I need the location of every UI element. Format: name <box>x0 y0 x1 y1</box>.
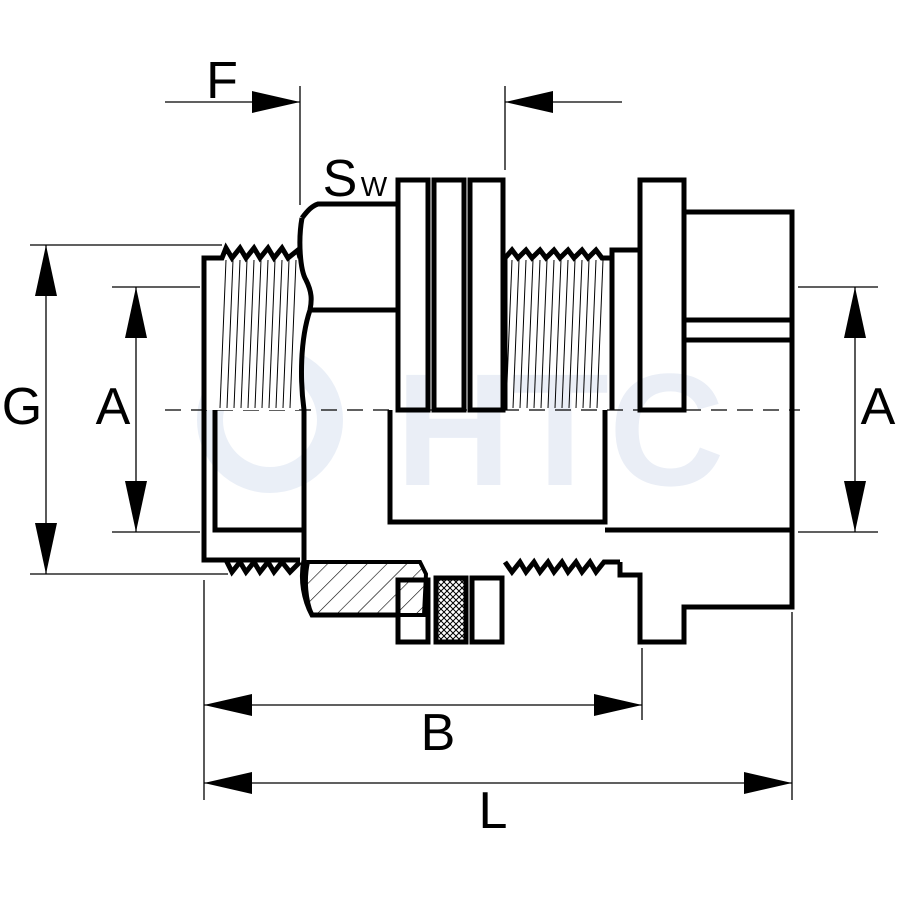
label-a-right: A <box>861 378 896 436</box>
middle-thread-bottom <box>502 557 620 577</box>
dimension-a-left: A <box>96 286 200 533</box>
left-thread-top <box>201 242 303 410</box>
dimension-l: L <box>204 612 793 840</box>
thread-line <box>282 259 290 409</box>
thread-line <box>519 259 527 409</box>
thread-line <box>533 259 541 409</box>
label-l: L <box>479 782 508 840</box>
left-thread-bottom <box>204 557 302 577</box>
watermark-text: HTC <box>396 340 725 519</box>
right-flange-bottom <box>617 410 795 645</box>
right-socket-top <box>684 209 795 410</box>
gasket-1 <box>431 177 467 413</box>
thread-line <box>589 259 597 409</box>
label-b: B <box>421 704 456 762</box>
dimension-g: G <box>2 244 228 575</box>
washer-1 <box>395 177 431 413</box>
mid-bore <box>387 410 608 525</box>
label-sw: S W <box>323 150 388 208</box>
thread-line <box>240 259 248 409</box>
thread-line <box>554 259 562 409</box>
thread-line <box>219 259 227 409</box>
dimension-b: B <box>203 580 643 800</box>
nut-body <box>297 217 398 618</box>
nut-section-hatch <box>303 560 429 617</box>
left-bore <box>212 410 304 533</box>
thread-line <box>582 259 590 409</box>
thread-line <box>512 259 520 409</box>
thread-line <box>254 259 262 409</box>
label-a-left: A <box>96 378 131 436</box>
thread-line <box>540 259 548 409</box>
thread-line <box>247 259 255 409</box>
thread-line <box>261 259 269 409</box>
dimension-f: F <box>165 52 622 205</box>
shoulder-ring <box>609 247 640 410</box>
washer-2-bottom <box>469 575 505 645</box>
washer-1-bottom <box>395 577 431 645</box>
thread-line <box>275 259 283 409</box>
label-sw-sub: W <box>361 171 388 202</box>
thread-line <box>575 259 583 409</box>
thread-line <box>561 259 569 409</box>
nut-top <box>300 201 398 220</box>
dimension-a-right: A <box>798 286 896 533</box>
label-f: F <box>206 52 238 110</box>
thread-line <box>568 259 576 409</box>
label-sw-main: S <box>323 150 358 208</box>
gasket-bottom <box>433 575 469 645</box>
thread-line <box>547 259 555 409</box>
thread-line <box>268 259 276 409</box>
thread-line <box>526 259 534 409</box>
thread-line <box>289 259 297 409</box>
thread-line <box>596 259 604 409</box>
thread-line <box>233 259 241 409</box>
middle-thread-top <box>502 246 612 410</box>
thread-line <box>226 259 234 409</box>
label-g: G <box>2 378 42 436</box>
